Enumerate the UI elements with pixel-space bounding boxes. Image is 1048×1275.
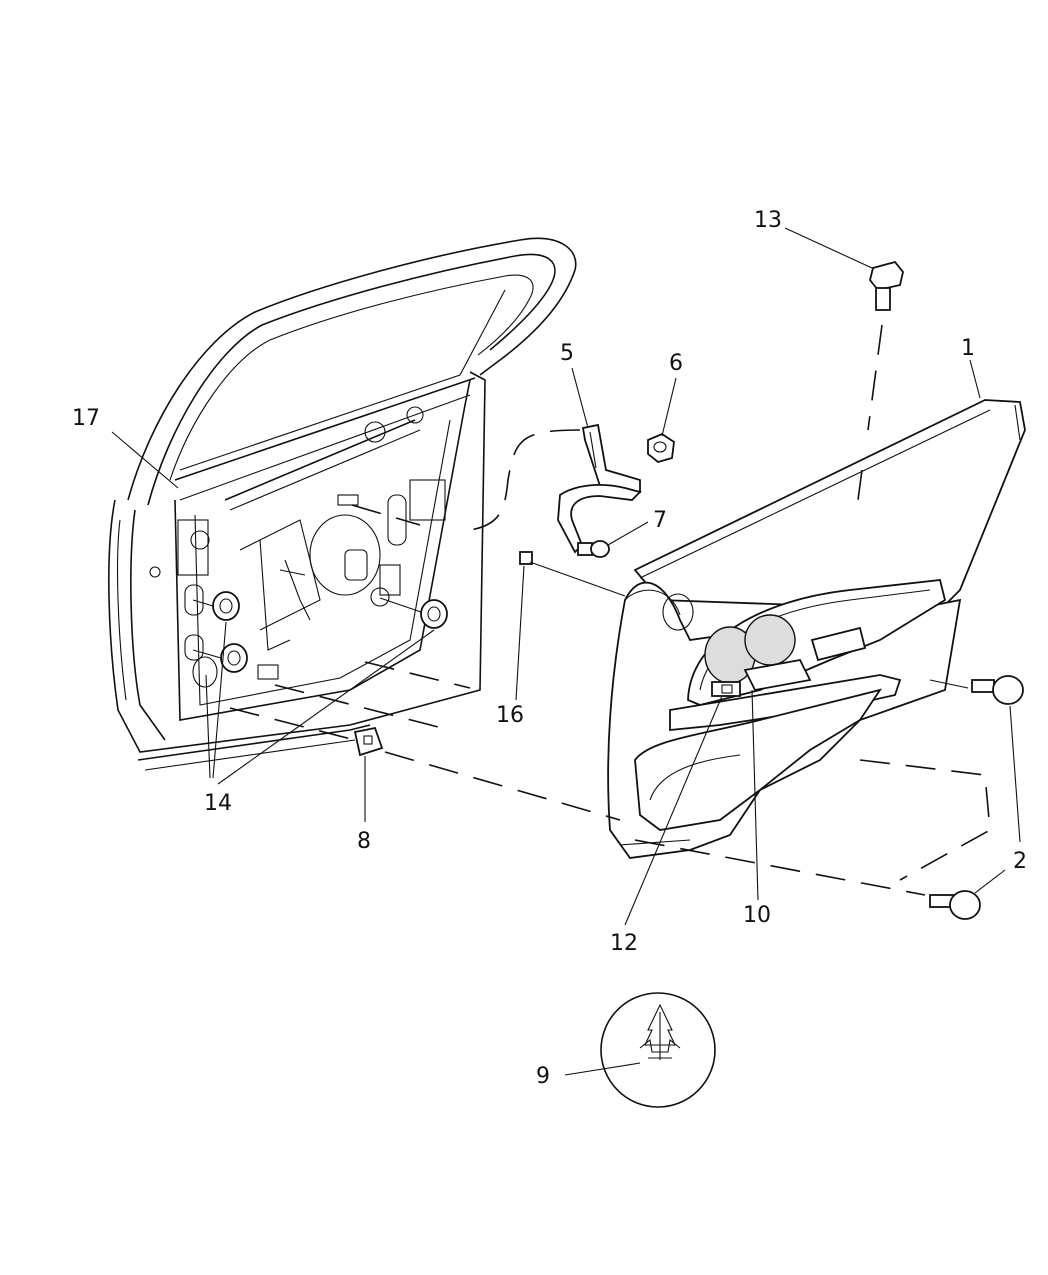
callout-5: 5	[560, 341, 574, 366]
callout-12: 12	[610, 931, 638, 956]
fastener-7	[577, 540, 610, 558]
callout-1: 1	[961, 336, 975, 361]
callout-labels: 13 1 5 6 7 17 16 14 8 2 10 12 9	[72, 208, 1027, 1089]
callout-7: 7	[653, 508, 667, 533]
pull-cup-bracket	[557, 423, 642, 554]
clip-8	[353, 726, 384, 757]
tree-pine-fastener-icon	[639, 1003, 681, 1060]
callout-6: 6	[669, 351, 683, 376]
screw-2-lower	[929, 890, 981, 920]
leader-lines	[111, 227, 1021, 1076]
nut-6	[647, 432, 675, 463]
callout-10: 10	[743, 903, 771, 928]
bolt-13	[869, 260, 904, 311]
door-shell	[108, 237, 577, 771]
callout-16: 16	[496, 703, 524, 728]
fastener-symbol-circle	[600, 992, 716, 1108]
door-trim-panel	[607, 399, 1026, 859]
callout-8: 8	[357, 829, 371, 854]
callout-2: 2	[1013, 849, 1027, 874]
screw-2-upper	[971, 675, 1024, 705]
callout-14: 14	[204, 791, 232, 816]
clip-16	[519, 551, 533, 565]
grommet-group-14	[192, 591, 448, 673]
callout-9: 9	[536, 1064, 550, 1089]
callout-17: 17	[72, 406, 100, 431]
callout-13: 13	[754, 208, 782, 233]
